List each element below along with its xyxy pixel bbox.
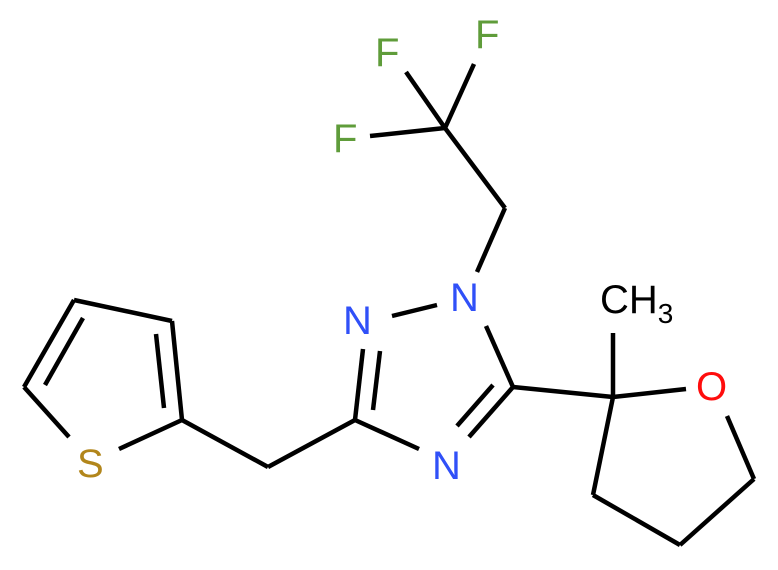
triazole-bonds	[352, 302, 516, 452]
methyl-subscript: 3	[658, 298, 674, 329]
nitrogen-atom-n1: N	[450, 276, 479, 320]
nitrogen-atom-n2: N	[343, 299, 372, 343]
oxygen-atom: O	[696, 365, 727, 409]
fluorine-atom-3: F	[475, 13, 499, 57]
trifluoroethyl-bonds	[369, 63, 508, 273]
nitrogen-atom-n4: N	[432, 444, 461, 488]
fluorine-atom-2: F	[375, 31, 399, 75]
methylene-linker-bonds	[180, 418, 357, 469]
oxolane-bonds	[512, 333, 757, 547]
methyl-ch: CH	[600, 278, 658, 322]
fluorine-atom-1: F	[333, 117, 357, 161]
methyl-group-label: CH3	[600, 278, 673, 329]
sulfur-atom: S	[77, 442, 104, 486]
thiophene-bonds	[22, 297, 185, 452]
